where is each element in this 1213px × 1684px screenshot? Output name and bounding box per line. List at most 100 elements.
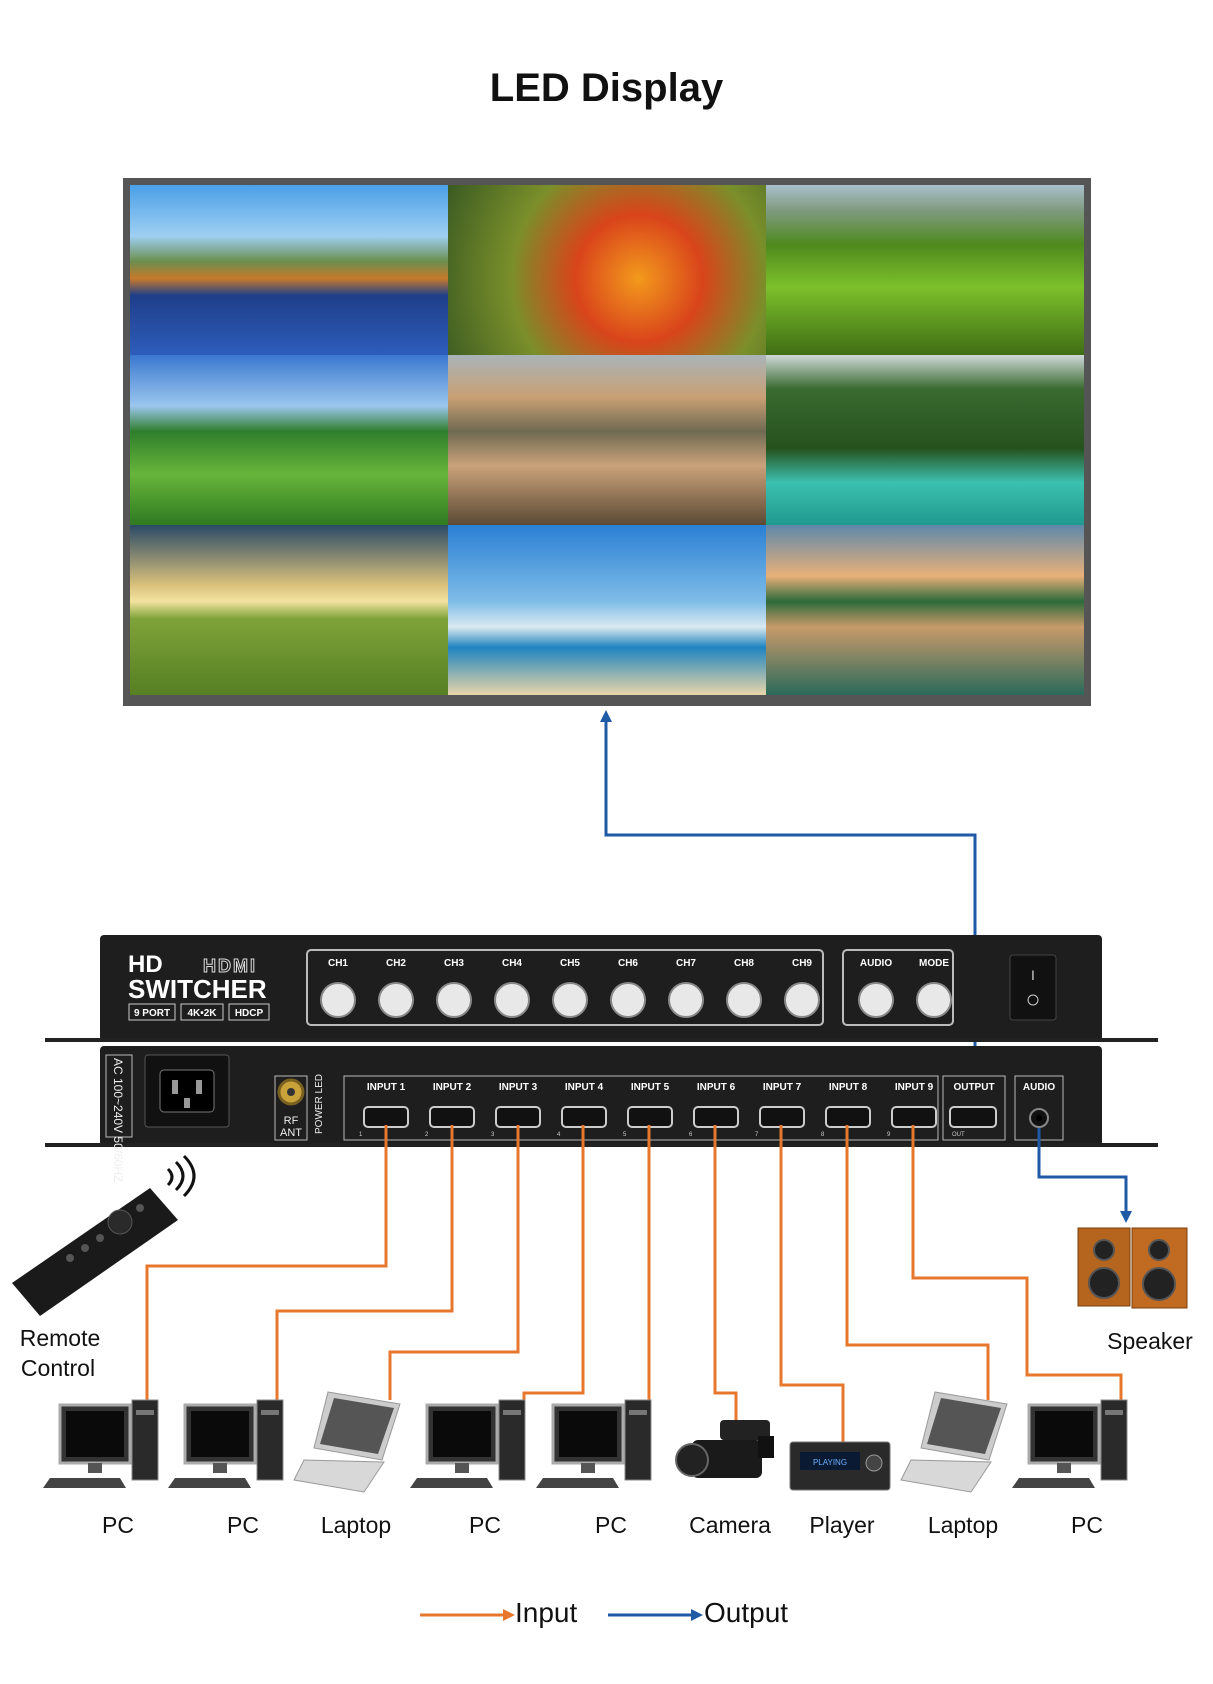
channel-button-8[interactable] (726, 982, 762, 1018)
channel-label-5: CH5 (560, 958, 580, 969)
channel-button-5[interactable] (552, 982, 588, 1018)
device-laptop-3 (293, 1391, 401, 1493)
channel-label-3: CH3 (444, 958, 464, 969)
legend (420, 1609, 703, 1621)
device-label-9: PC (1071, 1512, 1103, 1538)
channel-button-7[interactable] (668, 982, 704, 1018)
hdmi-input-port-4 (561, 1106, 607, 1128)
wireless-signal-icon (166, 1167, 174, 1187)
legend-output-label: Output (704, 1597, 789, 1628)
channel-label-4: CH4 (502, 958, 522, 969)
channel-label-9: CH9 (792, 958, 812, 969)
scene-river-cliffs (766, 355, 1084, 525)
scene-mountain-lake (448, 355, 766, 525)
hdmi-input-port-7 (759, 1106, 805, 1128)
input-number-8: 8 (821, 1132, 825, 1138)
mode-button[interactable] (916, 982, 952, 1018)
channel-button-6[interactable] (610, 982, 646, 1018)
input-number-4: 4 (557, 1132, 561, 1138)
remote-label-1: Remote (19, 1325, 101, 1351)
power-off-icon (1027, 994, 1039, 1006)
input-number-2: 2 (425, 1132, 429, 1138)
page-title: LED Display (489, 66, 724, 110)
arrow-down-icon (1120, 1211, 1132, 1223)
input-label-1: INPUT 1 (367, 1082, 406, 1093)
legend-input-arrow-icon (503, 1609, 515, 1621)
input-number-5: 5 (623, 1132, 627, 1138)
input-label-5: INPUT 5 (631, 1082, 670, 1093)
scene-lake-hotel (130, 185, 448, 355)
device-label-5: PC (595, 1512, 627, 1538)
hdmi-input-port-2 (429, 1106, 475, 1128)
output-small-label: OUT (952, 1132, 965, 1138)
scene-palm-beach (448, 525, 766, 695)
device-player-7: PLAYING (789, 1441, 891, 1491)
brand-hd: HD (128, 951, 163, 978)
remote-control (12, 1154, 196, 1316)
hdmi-input-port-3 (495, 1106, 541, 1128)
input-label-9: INPUT 9 (895, 1082, 934, 1093)
input-label-2: INPUT 2 (433, 1082, 472, 1093)
channel-button-1[interactable] (320, 982, 356, 1018)
device-laptop-8 (900, 1391, 1008, 1493)
device-label-7: Player (809, 1512, 875, 1538)
legend-input-label: Input (515, 1597, 578, 1628)
device-pc-2 (168, 1399, 284, 1488)
badge-1: 9 PORT (134, 1008, 170, 1019)
channel-button-9[interactable] (784, 982, 820, 1018)
audio-port-label: AUDIO (1023, 1082, 1055, 1093)
hdmi-output-port (949, 1106, 997, 1128)
hdmi-input-port-9 (891, 1106, 937, 1128)
device-label-1: PC (102, 1512, 134, 1538)
channel-label-1: CH1 (328, 958, 348, 969)
hdmi-input-port-1 (363, 1106, 409, 1128)
scene-green-hills (130, 355, 448, 525)
power-rating-label: AC 100~240V 50/60HZ (111, 1058, 125, 1182)
badge-group: 9 PORT 4K•2K HDCP (128, 1003, 270, 1021)
output-label: OUTPUT (953, 1082, 994, 1093)
speaker-label: Speaker (1107, 1328, 1193, 1354)
device-pc-9 (1012, 1399, 1128, 1488)
input-label-6: INPUT 6 (697, 1082, 736, 1093)
input-cables (145, 1125, 1123, 1452)
remote-label-2: Control (20, 1355, 96, 1381)
scene-rice-field (130, 525, 448, 695)
speaker-pair (1077, 1227, 1188, 1309)
input-number-3: 3 (491, 1132, 495, 1138)
channel-panel (306, 949, 824, 1026)
badge-3: HDCP (235, 1008, 264, 1019)
input-label-7: INPUT 7 (763, 1082, 802, 1093)
player-display-text: PLAYING (813, 1458, 847, 1467)
channel-label-6: CH6 (618, 958, 638, 969)
channel-label-7: CH7 (676, 958, 696, 969)
device-camera-6 (675, 1420, 774, 1478)
channel-button-3[interactable] (436, 982, 472, 1018)
hdmi-logo: HDMI (203, 956, 257, 976)
legend-output-arrow-icon (691, 1609, 703, 1621)
input-label-8: INPUT 8 (829, 1082, 868, 1093)
input-number-9: 9 (887, 1132, 891, 1138)
ant-label: ANT (280, 1127, 302, 1139)
audio-button[interactable] (858, 982, 894, 1018)
channel-label-8: CH8 (734, 958, 754, 969)
scene-autumn-trees (448, 185, 766, 355)
rf-label: RF (284, 1115, 299, 1127)
device-pc-1 (43, 1399, 159, 1488)
device-pc-5 (536, 1399, 652, 1488)
power-switch[interactable] (1009, 954, 1057, 1021)
input-number-6: 6 (689, 1132, 693, 1138)
audio-button-label: AUDIO (860, 958, 892, 969)
power-label-box (105, 1054, 133, 1138)
input-label-4: INPUT 4 (565, 1082, 604, 1093)
device-label-6: Camera (689, 1512, 771, 1538)
channel-button-4[interactable] (494, 982, 530, 1018)
channel-button-2[interactable] (378, 982, 414, 1018)
badge-2: 4K•2K (187, 1008, 217, 1019)
hdmi-input-port-8 (825, 1106, 871, 1128)
input-label-3: INPUT 3 (499, 1082, 538, 1093)
input-number-1: 1 (359, 1132, 363, 1138)
power-on-icon: I (1031, 967, 1035, 983)
scene-karst-river (766, 525, 1084, 695)
channel-label-2: CH2 (386, 958, 406, 969)
device-label-4: PC (469, 1512, 501, 1538)
